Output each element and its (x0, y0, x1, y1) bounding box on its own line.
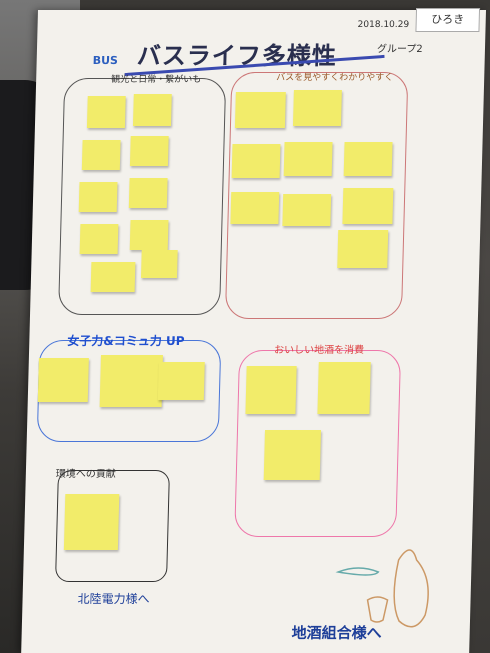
sticky-note-left-3 (81, 140, 121, 170)
sake-bottle-doodle (335, 549, 429, 628)
sticky-note-pink-1 (245, 366, 297, 414)
sticky-note-right-3 (231, 144, 281, 178)
corner-tag: ひろき (415, 8, 481, 32)
sticky-note-left-8 (129, 220, 169, 250)
title-label: BUS (92, 54, 119, 67)
heading-right: バスを見やすくわかりやすく (276, 73, 394, 83)
sticky-note-right-2 (292, 90, 342, 126)
sticky-note-right-1 (234, 92, 286, 128)
heading-pink: おいしい地酒を消費 (273, 345, 365, 356)
heading-blue: 女子力&コミュ力 UP (67, 334, 185, 348)
sticky-note-left-1 (86, 96, 126, 128)
sticky-note-blue-3 (157, 362, 205, 400)
date-text: 2018.10.29 (357, 20, 410, 30)
sticky-note-blue-1 (37, 358, 89, 402)
sticky-note-right-6 (230, 192, 280, 224)
poster-board: ひろき 2018.10.29 グループ2 BUS バスライフ多様性 観光と日常・… (21, 8, 487, 653)
group-text: グループ2 (376, 44, 423, 55)
sticky-note-right-7 (282, 194, 332, 226)
heading-black: 環境への貢献 (55, 469, 116, 480)
sticky-note-right-9 (337, 230, 389, 268)
sticky-note-left-9 (90, 262, 136, 292)
sticky-note-black-1 (63, 494, 120, 550)
bottle-doodle (393, 549, 429, 628)
sticky-note-right-5 (343, 142, 393, 176)
sticky-note-left-4 (129, 136, 169, 166)
sticky-note-left-10 (140, 250, 178, 278)
sticky-note-left-5 (78, 182, 118, 212)
heading-left: 観光と日常・繋がいも (111, 75, 202, 85)
sticky-note-blue-2 (99, 355, 163, 407)
sticky-note-left-6 (128, 178, 168, 208)
sticky-note-left-7 (79, 224, 119, 254)
fish-doodle (335, 567, 380, 576)
sticky-note-left-2 (132, 94, 172, 126)
sticky-note-right-4 (283, 142, 333, 176)
sticky-note-pink-2 (317, 362, 371, 414)
sticky-note-pink-3 (263, 430, 322, 480)
cup-doodle (366, 596, 389, 623)
footer-left: 北陸電力様へ (77, 592, 150, 606)
sticky-note-right-8 (342, 188, 394, 224)
footer-right: 地酒組合様へ (291, 624, 382, 642)
